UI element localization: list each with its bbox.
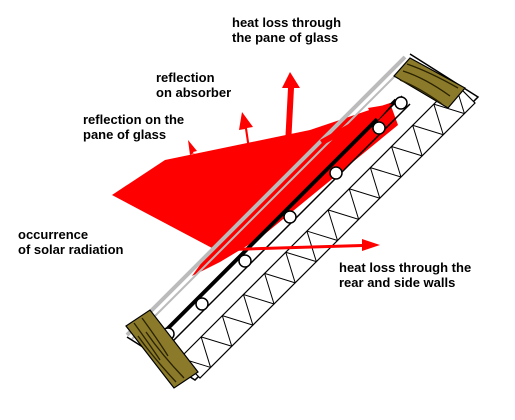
absorber-pipe [394, 96, 408, 110]
label-reflection-glass: reflection on the pane of glass [83, 112, 185, 142]
frame-block-bottom [125, 309, 199, 389]
label-heat-loss-walls: heat loss through the rear and side wall… [339, 260, 472, 290]
label-solar-radiation: occurrence of solar radiation [18, 227, 124, 257]
absorber-pipe [283, 210, 297, 224]
absorber-pipe [372, 121, 386, 135]
absorber-pipe [238, 254, 252, 268]
absorber-pipe [195, 297, 209, 311]
insulation-hatch [180, 83, 466, 369]
heat-loss-walls-arrow [230, 239, 380, 251]
label-reflection-absorber: reflection on absorber [156, 70, 232, 100]
heat-loss-glass-arrow [282, 72, 300, 145]
glass-pane [125, 55, 407, 337]
reflection-glass-arrow [188, 140, 214, 222]
absorber-pipe [329, 166, 343, 180]
glass-pane-inner [131, 60, 411, 340]
reflection-absorber-arrow [239, 112, 256, 190]
frame-block-top [393, 57, 466, 109]
inner-absorber-arrow [320, 104, 392, 145]
label-heat-loss-glass: heat loss through the pane of glass [232, 15, 342, 45]
